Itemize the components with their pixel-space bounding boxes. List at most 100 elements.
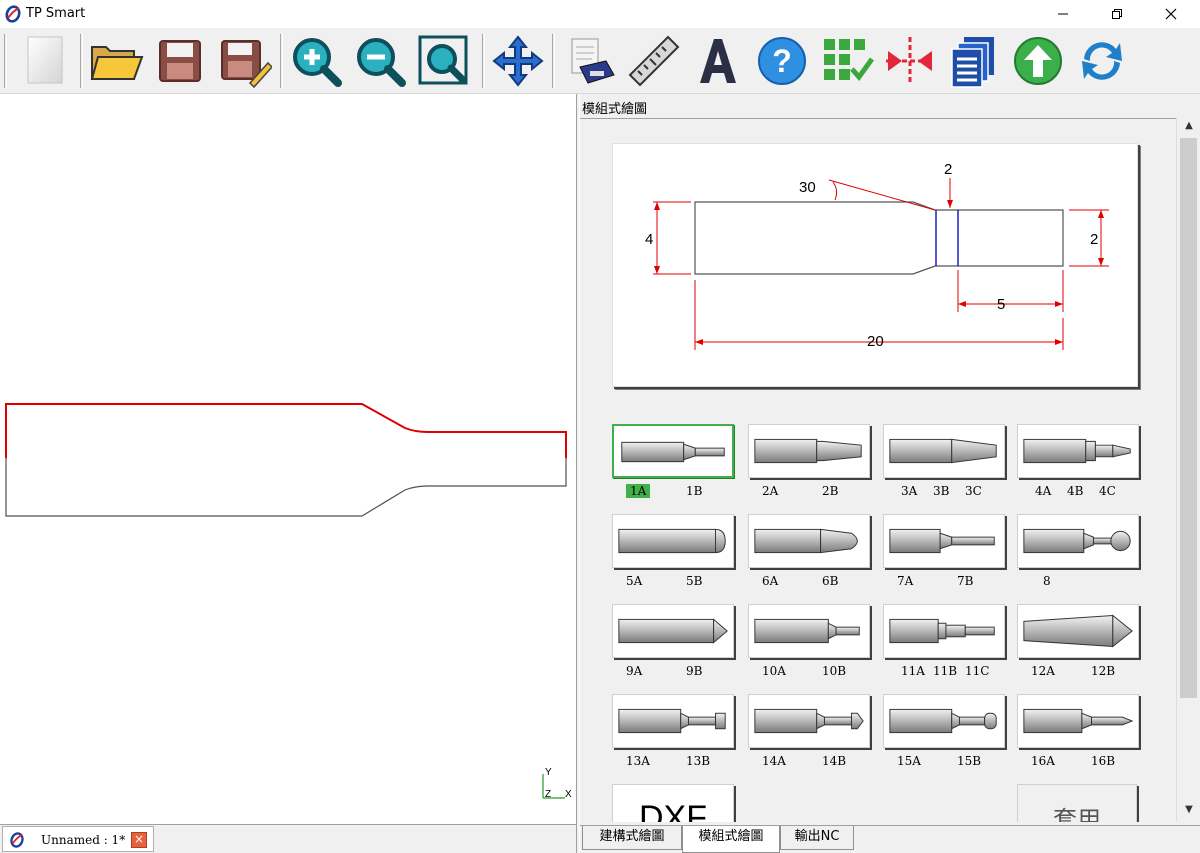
refresh-button[interactable] [1072,32,1132,90]
tool-tile-15[interactable]: .b{fill:url(#gTool);stroke:#333;stroke-w… [883,694,1005,748]
zoom-in-button[interactable] [286,32,346,90]
tool-tile-9[interactable]: .b{fill:url(#gTool);stroke:#333;stroke-w… [612,604,734,658]
document-tab[interactable]: Unnamed : 1* × [2,826,154,852]
restore-button[interactable] [1094,0,1140,28]
module-drawing-panel: 模組式繪圖 4 2 30 [580,94,1200,853]
new-button[interactable] [16,32,76,90]
document-tab-bar: Unnamed : 1* × [0,824,576,853]
tool-shape-14: .b{fill:url(#gTool);stroke:#333;stroke-w… [754,708,864,734]
tool-label[interactable]: 1B [686,484,703,498]
tool-tile-10[interactable]: .b{fill:url(#gTool);stroke:#333;stroke-w… [748,604,870,658]
grid-check-button[interactable] [816,32,876,90]
dim-total-label: 20 [867,333,884,350]
tool-label[interactable]: 7B [957,574,974,588]
panel-title: 模組式繪圖 [582,102,648,117]
tool-label[interactable]: 9A [626,664,643,678]
tool-label[interactable]: 2B [822,484,839,498]
tool-label[interactable]: 15B [957,754,982,768]
profile-lower-edge [5,458,567,517]
tool-label[interactable]: 16A [1031,754,1055,768]
panel-splitter[interactable] [576,94,580,853]
tool-label[interactable]: 4A [1035,484,1052,498]
apply-button[interactable]: 套用 [1017,784,1137,822]
tool-label[interactable]: 6B [822,574,839,588]
tool-label[interactable]: 11B [933,664,958,678]
tool-tile-5[interactable]: .b{fill:url(#gTool);stroke:#333;stroke-w… [612,514,734,568]
tool-label[interactable]: 3C [965,484,982,498]
tool-label[interactable]: 11A [901,664,925,678]
tool-tile-2[interactable]: .b{fill:url(#gTool);stroke:#333;stroke-w… [748,424,870,478]
tool-label[interactable]: 12B [1091,664,1116,678]
tool-tile-14[interactable]: .b{fill:url(#gTool);stroke:#333;stroke-w… [748,694,870,748]
upload-button[interactable] [1008,32,1068,90]
tool-tile-6[interactable]: .b{fill:url(#gTool);stroke:#333;stroke-w… [748,514,870,568]
help-icon: ? [758,37,806,85]
tool-label[interactable]: 1A [626,484,651,498]
save-button[interactable] [150,32,210,90]
zoom-out-button[interactable] [350,32,410,90]
text-button[interactable] [688,32,748,90]
zoom-fit-button[interactable] [414,32,474,90]
tool-label[interactable]: 4C [1099,484,1116,498]
tool-tile-13[interactable]: .b{fill:url(#gTool);stroke:#333;stroke-w… [612,694,734,748]
scroll-down-icon[interactable]: ▼ [1185,804,1193,815]
grid-check-icon [824,39,874,82]
tab-output-nc[interactable]: 輸出NC [780,826,854,850]
tool-label[interactable]: 5B [686,574,703,588]
minimize-button[interactable] [1040,0,1086,28]
tool-label[interactable]: 16B [1091,754,1116,768]
dim-top-label: 2 [944,161,952,178]
tool-label[interactable]: 7A [897,574,914,588]
scroll-up-icon[interactable]: ▲ [1185,120,1193,131]
tool-tile-1[interactable]: .b{fill:url(#gTool);stroke:#333;stroke-w… [612,424,734,478]
open-button[interactable] [86,32,146,90]
split-button[interactable] [880,32,940,90]
help-button[interactable]: ? [752,32,812,90]
scroll-thumb[interactable] [1180,138,1197,698]
save-as-button[interactable] [214,32,274,90]
panel-scrollbar[interactable]: ▲ ▼ [1176,118,1200,822]
tool-tile-4[interactable]: .b{fill:url(#gTool);stroke:#333;stroke-w… [1017,424,1139,478]
tool-tile-12[interactable]: .b{fill:url(#gTool);stroke:#333;stroke-w… [1017,604,1139,658]
tool-label[interactable]: 15A [897,754,921,768]
tool-shape-1: .b{fill:url(#gTool);stroke:#333;stroke-w… [621,441,725,463]
pan-button[interactable] [488,32,548,90]
toolbar-grip[interactable] [4,34,7,88]
tool-label[interactable]: 3B [933,484,950,498]
tab-module-drawing[interactable]: 模組式繪圖 [682,826,780,853]
tab-construct-drawing[interactable]: 建構式繪圖 [582,826,682,850]
tool-tile-8[interactable]: .b{fill:url(#gTool);stroke:#333;stroke-w… [1017,514,1139,568]
tool-label[interactable]: 13A [626,754,650,768]
tool-tile-11[interactable]: .b{fill:url(#gTool);stroke:#333;stroke-w… [883,604,1005,658]
tool-label[interactable]: 14B [822,754,847,768]
tool-tile-16[interactable]: .b{fill:url(#gTool);stroke:#333;stroke-w… [1017,694,1139,748]
dxf-button[interactable]: DXF [612,784,734,822]
document-close-icon[interactable]: × [131,832,147,848]
tool-label[interactable]: 4B [1067,484,1084,498]
save-icon [159,40,201,82]
tool-label[interactable]: 10A [762,664,786,678]
tool-label[interactable]: 12A [1031,664,1055,678]
tool-label[interactable]: 8 [1043,574,1051,588]
refresh-icon [1082,42,1122,80]
drawing-canvas[interactable]: Y Z X [0,94,576,824]
tool-shape-16: .b{fill:url(#gTool);stroke:#333;stroke-w… [1023,708,1134,734]
tool-label[interactable]: 2A [762,484,779,498]
tool-tile-3[interactable]: .b{fill:url(#gTool);stroke:#333;stroke-w… [883,424,1005,478]
print-button[interactable] [560,32,620,90]
tool-tile-7[interactable]: .b{fill:url(#gTool);stroke:#333;stroke-w… [883,514,1005,568]
tool-label[interactable]: 14A [762,754,786,768]
tool-label[interactable]: 11C [965,664,990,678]
tool-label[interactable]: 9B [686,664,703,678]
list-button[interactable] [944,32,1004,90]
tool-label[interactable]: 3A [901,484,918,498]
tool-label[interactable]: 5A [626,574,643,588]
tool-label[interactable]: 10B [822,664,847,678]
window-title: TP Smart [26,6,86,21]
measure-button[interactable] [624,32,684,90]
toolbar: ? [0,28,1200,94]
close-button[interactable] [1148,0,1194,28]
tool-label[interactable]: 13B [686,754,711,768]
tool-label[interactable]: 6A [762,574,779,588]
